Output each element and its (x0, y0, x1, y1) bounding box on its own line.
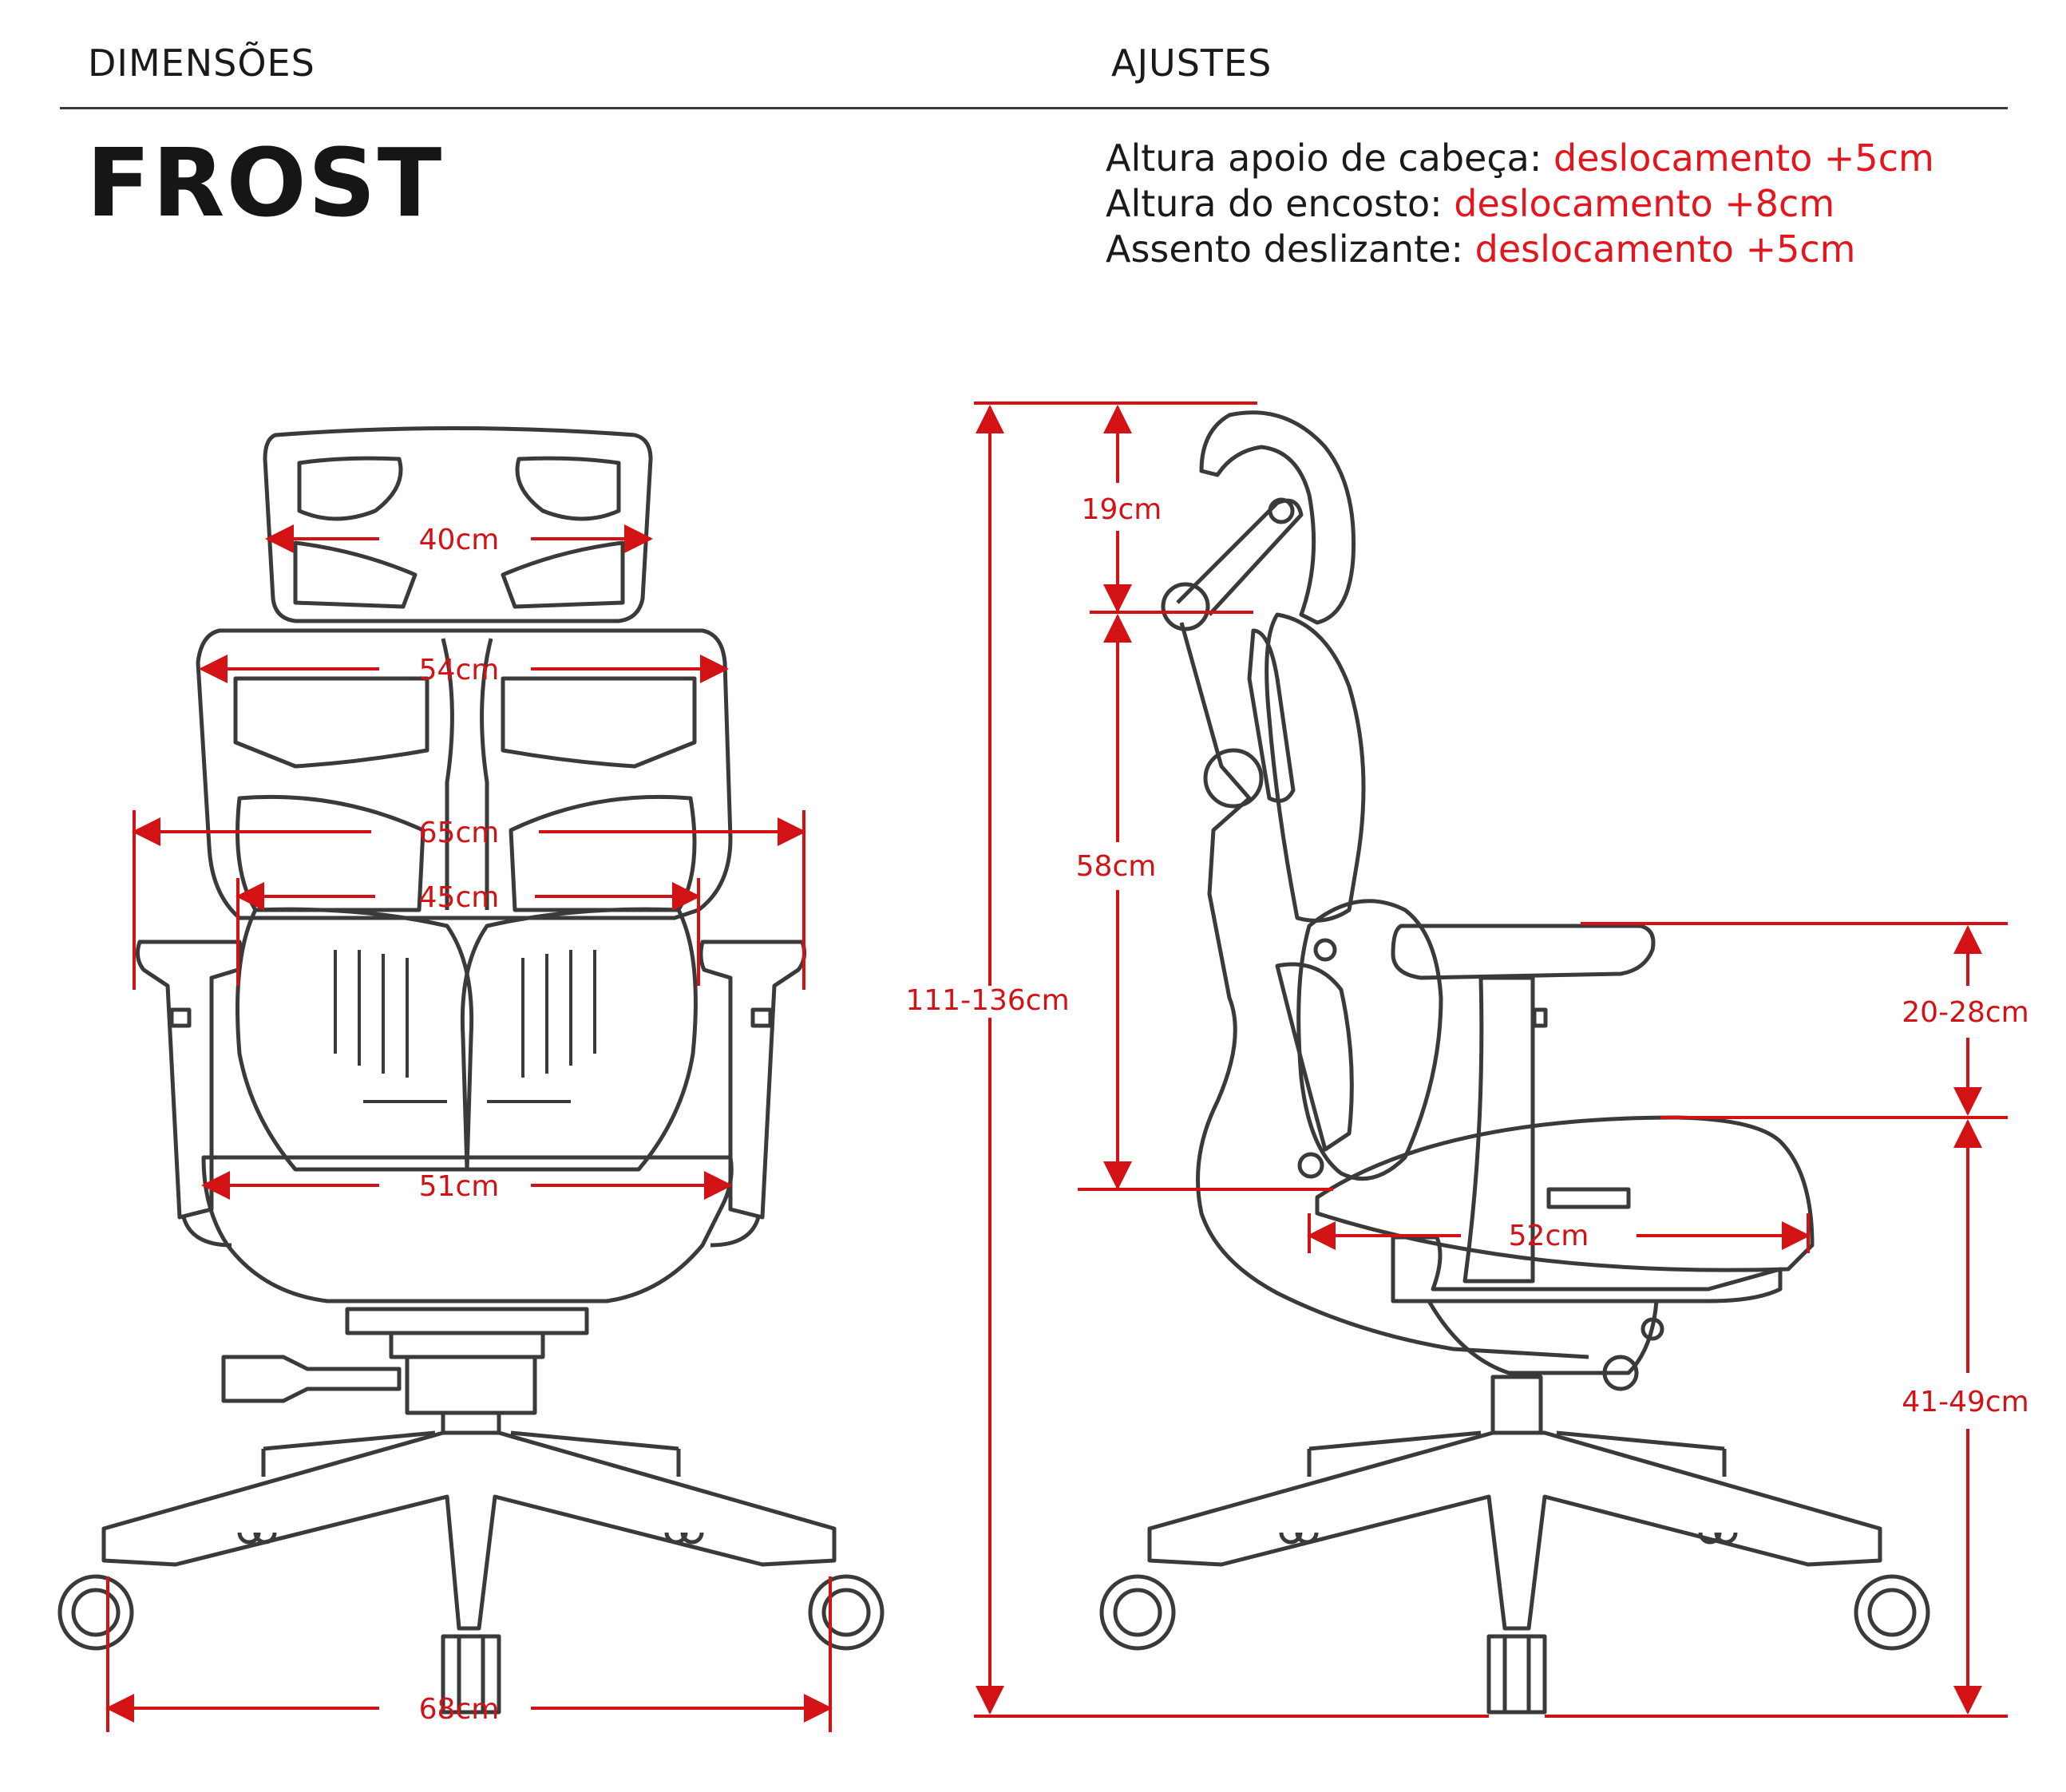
front-lumbar-ribs (334, 950, 596, 1103)
side-headrest-arm (1176, 498, 1304, 616)
dim-backrest-width: 54cm (419, 654, 500, 686)
side-gas-cylinder (1490, 1375, 1543, 1435)
dim-backrest-height: 58cm (1076, 850, 1157, 883)
side-back-knob (1203, 748, 1264, 809)
side-headrest-joint (1161, 582, 1210, 631)
front-base-rear-legs (261, 1430, 681, 1477)
side-armrest-post (1462, 975, 1535, 1284)
adjustment-headrest: Altura apoio de cabeça: deslocamento +5c… (1106, 136, 1934, 181)
front-caster-center (441, 1634, 501, 1715)
front-lumbar-right (460, 907, 698, 1172)
side-backrest-inner (1247, 628, 1296, 803)
side-mechanism-knob (1602, 1355, 1639, 1391)
dim-inner-armrest-width: 45cm (419, 881, 500, 914)
front-armrest-left (135, 940, 243, 1220)
side-caster-left (1099, 1574, 1176, 1651)
dimension-labels: 40cm 54cm 65cm 45cm 51cm 68cm 111-136cm … (419, 493, 2029, 1726)
front-armrest-right (699, 940, 807, 1220)
adjustments-header: AJUSTES (1111, 42, 1272, 85)
side-seat-bracket (1546, 1187, 1631, 1209)
front-caster-left (57, 1574, 134, 1651)
side-mechanism-knob-small (1641, 1317, 1664, 1341)
product-name: FROST (86, 128, 444, 238)
front-backrest-panel-lower-right (509, 794, 697, 912)
dim-seat-height: 41-49cm (1902, 1386, 2028, 1418)
side-base (1147, 1430, 1882, 1631)
dim-seat-width: 51cm (419, 1170, 500, 1203)
adjustment-backrest: Altura do encosto: deslocamento +8cm (1106, 181, 1934, 227)
dim-headrest-width: 40cm (419, 524, 500, 556)
front-lumbar-left (235, 907, 474, 1172)
side-seat-underside (1391, 1235, 1783, 1303)
dim-total-height: 111-136cm (905, 984, 1069, 1017)
front-gas-cylinder (405, 1355, 537, 1435)
side-lumbar-knob-lower (1297, 1152, 1324, 1179)
adjustment-value: deslocamento +5cm (1474, 227, 1856, 271)
dimension-lines (105, 402, 2008, 1732)
front-backrest (196, 628, 733, 920)
side-headrest-pivot (1268, 497, 1295, 524)
side-base-rear-legs (1307, 1430, 1727, 1477)
side-caster-center (1486, 1634, 1547, 1715)
side-mechanism (1427, 1299, 1659, 1375)
side-caster-right (1854, 1574, 1930, 1651)
front-armrest-support-left (181, 1216, 232, 1248)
front-armrest-button-right (750, 1007, 773, 1028)
adjustment-value: deslocamento +8cm (1454, 182, 1835, 225)
front-tilt-lever (221, 1355, 402, 1403)
adjustment-label: Assento deslizante: (1106, 227, 1464, 271)
front-backrest-panel-lower-left (235, 794, 425, 912)
dim-armrest-height: 20-28cm (1902, 996, 2028, 1029)
front-backrest-panel-upper-right (501, 676, 697, 769)
side-backrest-mesh (1265, 612, 1366, 923)
front-backrest-spine (441, 638, 493, 910)
front-headrest (263, 426, 653, 623)
chair-side-view (1099, 410, 1930, 1715)
adjustment-seat-slide: Assento deslizante: deslocamento +5cm (1106, 227, 1934, 272)
dim-overall-armrest-width: 65cm (419, 817, 500, 849)
chair-front-view (57, 426, 885, 1715)
adjustment-label: Altura do encosto: (1106, 182, 1443, 225)
front-seat (201, 1155, 734, 1303)
front-base (101, 1430, 837, 1631)
side-armrest-button (1532, 1007, 1548, 1028)
front-backrest-panel-upper-left (233, 676, 429, 769)
front-headrest-opening-lower-left (293, 540, 418, 609)
side-lumbar-knob (1313, 938, 1337, 962)
front-armrest-support-right (710, 1216, 761, 1248)
adjustment-label: Altura apoio de cabeça: (1106, 136, 1542, 180)
adjustments-list: Altura apoio de cabeça: deslocamento +5c… (1106, 136, 1934, 272)
front-armrest-button-left (169, 1007, 192, 1028)
front-headrest-opening-right (515, 456, 621, 521)
dim-seat-depth: 52cm (1509, 1220, 1589, 1252)
adjustment-value: deslocamento +5cm (1553, 136, 1934, 180)
front-caster-rear (237, 1532, 704, 1545)
header-divider (60, 107, 2008, 109)
side-armrest-pad (1391, 924, 1656, 980)
front-headrest-opening-lower-right (501, 540, 625, 609)
side-lumbar-inner (1275, 962, 1354, 1152)
dim-base-width: 68cm (419, 1693, 500, 1726)
front-seat-mechanism (345, 1307, 589, 1359)
side-caster-rear (1279, 1532, 1738, 1545)
front-caster-right (808, 1574, 885, 1651)
front-headrest-opening-left (297, 456, 403, 521)
side-backrest-frame (1179, 622, 1589, 1359)
side-seat (1315, 1115, 1815, 1272)
dim-headrest-height: 19cm (1082, 493, 1162, 526)
side-headrest (1199, 410, 1356, 625)
dimensions-header: DIMENSÕES (88, 42, 315, 85)
